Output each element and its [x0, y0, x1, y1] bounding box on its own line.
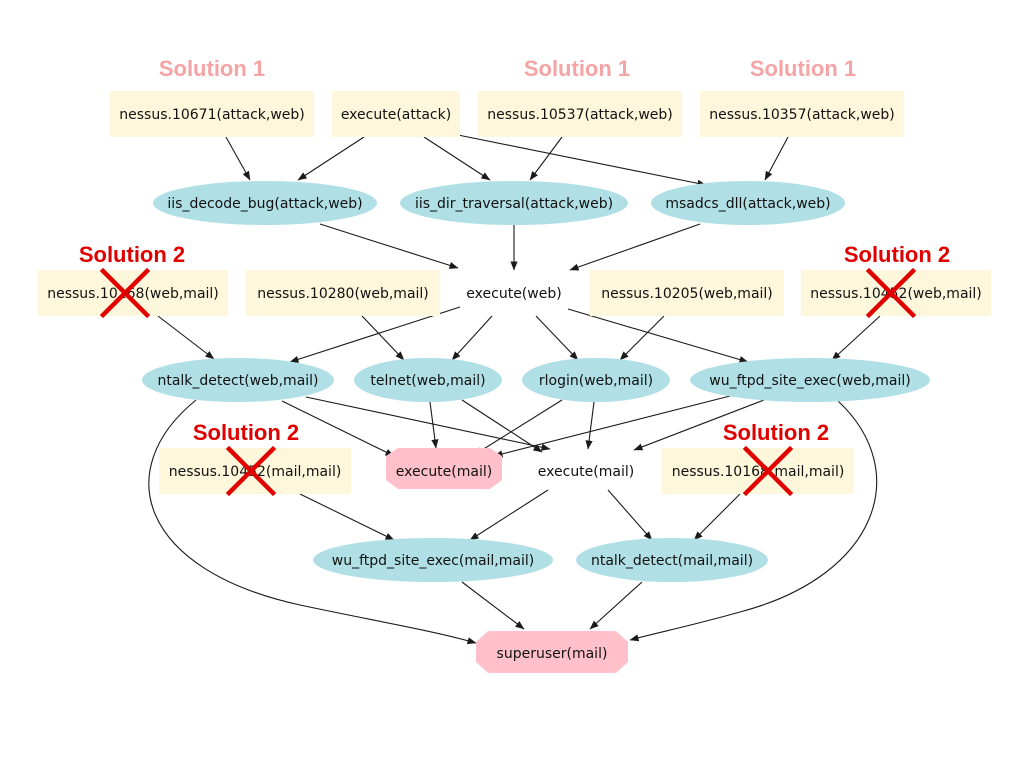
nodes: nessus.10671(attack,web) execute(attack)…	[38, 91, 991, 673]
edge-n10168m-ntalk-mm	[693, 493, 741, 541]
edge-n10357-msadcs	[764, 136, 789, 181]
node-label: wu_ftpd_site_exec(web,mail)	[709, 373, 910, 389]
node-label: rlogin(web,mail)	[539, 373, 653, 389]
edge-wuftp-wm-superuser	[629, 400, 878, 642]
solution-2-label: Solution 2	[723, 420, 829, 445]
edge-n10671-iis-decode	[225, 136, 251, 181]
node-nessus-10205: nessus.10205(web,mail)	[590, 270, 784, 316]
edge-iis-decode-exec-web	[319, 223, 459, 269]
node-nessus-10280: nessus.10280(web,mail)	[246, 270, 440, 316]
node-label: ntalk_detect(web,mail)	[157, 373, 318, 389]
node-superuser-mail: superuser(mail)	[476, 631, 628, 673]
node-nessus-10452-mail: nessus.10452(mail,mail)	[159, 448, 351, 494]
node-ntalk-detect-mail-mail: ntalk_detect(mail,mail)	[576, 538, 768, 582]
node-nessus-10168-web: nessus.10168(web,mail)	[38, 270, 228, 316]
edge-ntalk-wm-exec-mail-goal	[281, 400, 395, 457]
solution-1-label: Solution 1	[524, 56, 630, 81]
node-execute-mail-goal: execute(mail)	[386, 448, 502, 489]
edge-rlogin-exec-mail	[585, 401, 595, 450]
solution-2-label: Solution 2	[79, 242, 185, 267]
edge-rlogin-exec-mail-goal	[473, 399, 563, 456]
edge-ntalk-wm-exec-mail	[305, 396, 551, 451]
node-label: telnet(web,mail)	[370, 373, 485, 389]
solution-1-label: Solution 1	[159, 56, 265, 81]
cross-mark-nessus-10168-mail	[742, 445, 794, 497]
node-nessus-10168-mail: nessus.10168(mail,mail)	[662, 448, 854, 494]
edge-exec-mail-wuftp-mm	[469, 489, 549, 541]
cross-mark-nessus-10452-web	[865, 267, 917, 319]
edge-ntalk-mm-superuser	[589, 581, 643, 630]
node-msadcs-dll: msadcs_dll(attack,web)	[651, 181, 845, 225]
edge-wuftp-wm-exec-mail	[633, 399, 765, 451]
node-label: nessus.10671(attack,web)	[119, 107, 305, 123]
cross-mark-nessus-10168-web	[99, 267, 151, 319]
node-label: nessus.10280(web,mail)	[257, 286, 429, 302]
edge-exec-web-wuftp-wm	[567, 308, 749, 364]
node-label: iis_decode_bug(attack,web)	[167, 196, 362, 212]
node-label: iis_dir_traversal(attack,web)	[415, 196, 613, 212]
node-label: execute(attack)	[341, 107, 451, 123]
node-nessus-10671: nessus.10671(attack,web)	[110, 91, 314, 137]
node-label: nessus.10537(attack,web)	[487, 107, 673, 123]
node-nessus-10357: nessus.10357(attack,web)	[700, 91, 904, 137]
edge-n10537-iis-dir	[529, 136, 563, 181]
node-iis-dir-traversal: iis_dir_traversal(attack,web)	[400, 181, 628, 225]
edge-n10205-rlogin	[619, 315, 665, 361]
edge-exec-attack-iis-dir	[423, 136, 491, 181]
node-execute-web: execute(web)	[466, 286, 561, 302]
edge-n10452w-wuftp-wm	[831, 315, 881, 361]
edge-n10280-telnet	[361, 315, 405, 361]
node-rlogin-web-mail: rlogin(web,mail)	[522, 358, 670, 402]
edge-msadcs-exec-web	[569, 223, 701, 271]
node-label: wu_ftpd_site_exec(mail,mail)	[332, 553, 534, 569]
node-telnet-web-mail: telnet(web,mail)	[354, 358, 502, 402]
edge-wuftp-mm-superuser	[461, 581, 525, 630]
edge-exec-web-rlogin	[535, 315, 579, 361]
edge-exec-web-telnet	[451, 315, 493, 361]
edge-exec-mail-ntalk-mm	[607, 489, 653, 541]
node-wu-ftpd-web-mail: wu_ftpd_site_exec(web,mail)	[690, 358, 930, 402]
node-label: superuser(mail)	[497, 646, 608, 662]
edge-wuftp-wm-exec-mail-goal	[493, 395, 731, 458]
node-label: ntalk_detect(mail,mail)	[591, 553, 753, 569]
edge-exec-attack-msadcs	[457, 134, 707, 187]
node-ntalk-detect-web-mail: ntalk_detect(web,mail)	[142, 358, 334, 402]
node-nessus-10452-web: nessus.10452(web,mail)	[801, 270, 991, 316]
node-iis-decode-bug: iis_decode_bug(attack,web)	[153, 181, 377, 225]
node-label: nessus.10168(mail,mail)	[672, 464, 845, 480]
edges	[148, 134, 881, 645]
node-label: nessus.10168(web,mail)	[47, 286, 219, 302]
edge-n10452m-wuftp-mm	[299, 493, 395, 541]
node-execute-mail: execute(mail)	[538, 464, 634, 480]
node-label: msadcs_dll(attack,web)	[665, 196, 830, 212]
node-label: nessus.10205(web,mail)	[601, 286, 773, 302]
edge-n10168-ntalk-wm	[157, 315, 215, 360]
node-label: nessus.10452(web,mail)	[810, 286, 982, 302]
solution-1-label: Solution 1	[750, 56, 856, 81]
edge-ntalk-wm-superuser	[148, 399, 477, 645]
solution-2-label: Solution 2	[844, 242, 950, 267]
node-label: execute(mail)	[396, 464, 492, 480]
node-label: execute(mail)	[538, 464, 634, 480]
solution-2-label: Solution 2	[193, 420, 299, 445]
edge-exec-attack-iis-decode	[297, 136, 365, 181]
edge-telnet-exec-mail	[461, 399, 543, 453]
edge-exec-web-ntalk-wm	[289, 306, 461, 363]
node-label: execute(web)	[466, 286, 561, 302]
node-nessus-10537: nessus.10537(attack,web)	[478, 91, 682, 137]
node-wu-ftpd-mail-mail: wu_ftpd_site_exec(mail,mail)	[313, 538, 553, 582]
node-execute-attack: execute(attack)	[332, 91, 460, 137]
edge-telnet-exec-mail-goal	[429, 401, 439, 449]
cross-mark-nessus-10452-mail	[225, 445, 277, 497]
node-label: nessus.10357(attack,web)	[709, 107, 895, 123]
